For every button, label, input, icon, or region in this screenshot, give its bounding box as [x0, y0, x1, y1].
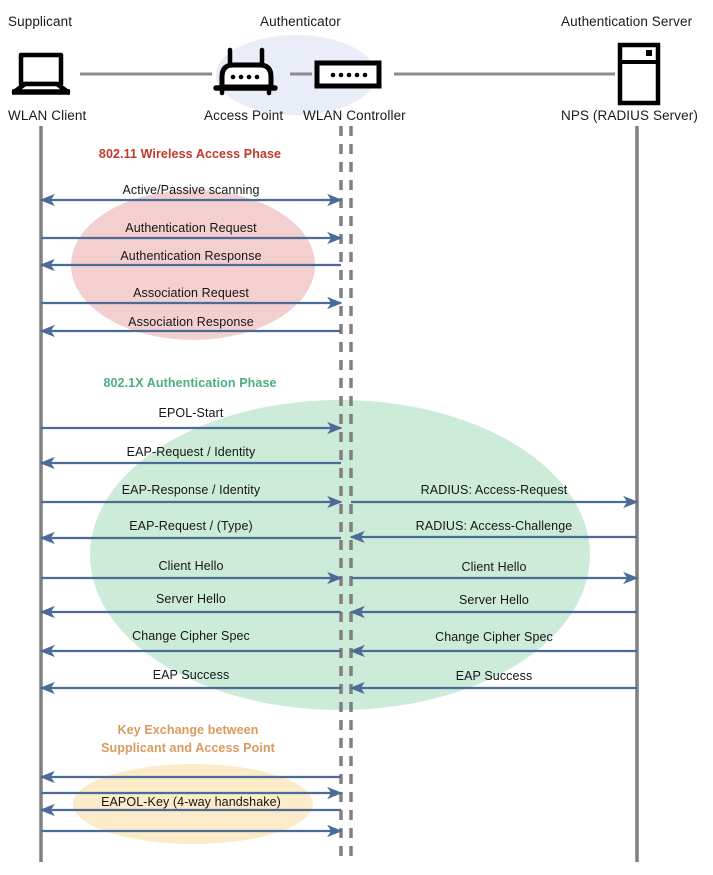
message-label-m16: EAPOL-Key (4-way handshake)	[101, 795, 281, 809]
phase-title-wireless-access: 802.11 Wireless Access Phase	[98, 147, 282, 161]
role-label-supplicant: Supplicant	[8, 14, 73, 29]
message-arrows-right	[349, 495, 639, 695]
message-label-m13: EAP Success	[152, 668, 230, 682]
message-label-m3: Authentication Response	[120, 249, 262, 263]
phase-title-key-exchange: Key Exchange between Supplicant and Acce…	[48, 721, 328, 757]
message-label-r2: RADIUS: Access-Challenge	[415, 519, 573, 533]
role-label-authenticator: Authenticator	[260, 14, 341, 29]
phase-title-dot1x-authentication: 802.1X Authentication Phase	[103, 376, 277, 390]
network-controller-icon	[314, 60, 382, 89]
message-label-m1: Active/Passive scanning	[122, 183, 260, 197]
message-label-m2: Authentication Request	[125, 221, 257, 235]
message-label-m4: Association Request	[133, 286, 249, 300]
message-label-r1: RADIUS: Access-Request	[420, 483, 568, 497]
phase-title-key-exchange-line2: Supplicant and Access Point	[101, 741, 275, 756]
phase-ellipse-key-exchange	[73, 764, 313, 844]
device-label-wlan-client: WLAN Client	[8, 108, 87, 123]
server-tower-icon	[617, 42, 661, 106]
message-label-r6: EAP Success	[455, 669, 533, 683]
message-arrows-left	[39, 193, 343, 838]
phase-title-key-exchange-line1: Key Exchange between	[117, 723, 259, 737]
message-label-m12: Change Cipher Spec	[132, 629, 250, 643]
laptop-icon	[11, 52, 71, 95]
message-label-m5: Association Response	[128, 315, 254, 329]
device-label-access-point: Access Point	[204, 108, 284, 123]
message-label-m10: Client Hello	[158, 559, 224, 573]
message-label-r3: Client Hello	[461, 560, 527, 574]
message-label-m9: EAP-Request / (Type)	[129, 519, 253, 533]
device-label-wlan-controller: WLAN Controller	[303, 108, 406, 123]
message-label-m8: EAP-Response / Identity	[121, 483, 261, 497]
wireless-router-icon	[213, 47, 278, 96]
device-label-nps-server: NPS (RADIUS Server)	[561, 108, 698, 123]
message-label-r4: Server Hello	[459, 593, 529, 607]
message-label-r5: Change Cipher Spec	[435, 630, 553, 644]
role-label-auth-server: Authentication Server	[561, 14, 693, 29]
message-label-m6: EPOL-Start	[158, 406, 224, 420]
phase-ellipse-dot1x-authentication	[90, 400, 590, 710]
message-label-m11: Server Hello	[156, 592, 226, 606]
message-label-m7: EAP-Request / Identity	[126, 445, 256, 459]
